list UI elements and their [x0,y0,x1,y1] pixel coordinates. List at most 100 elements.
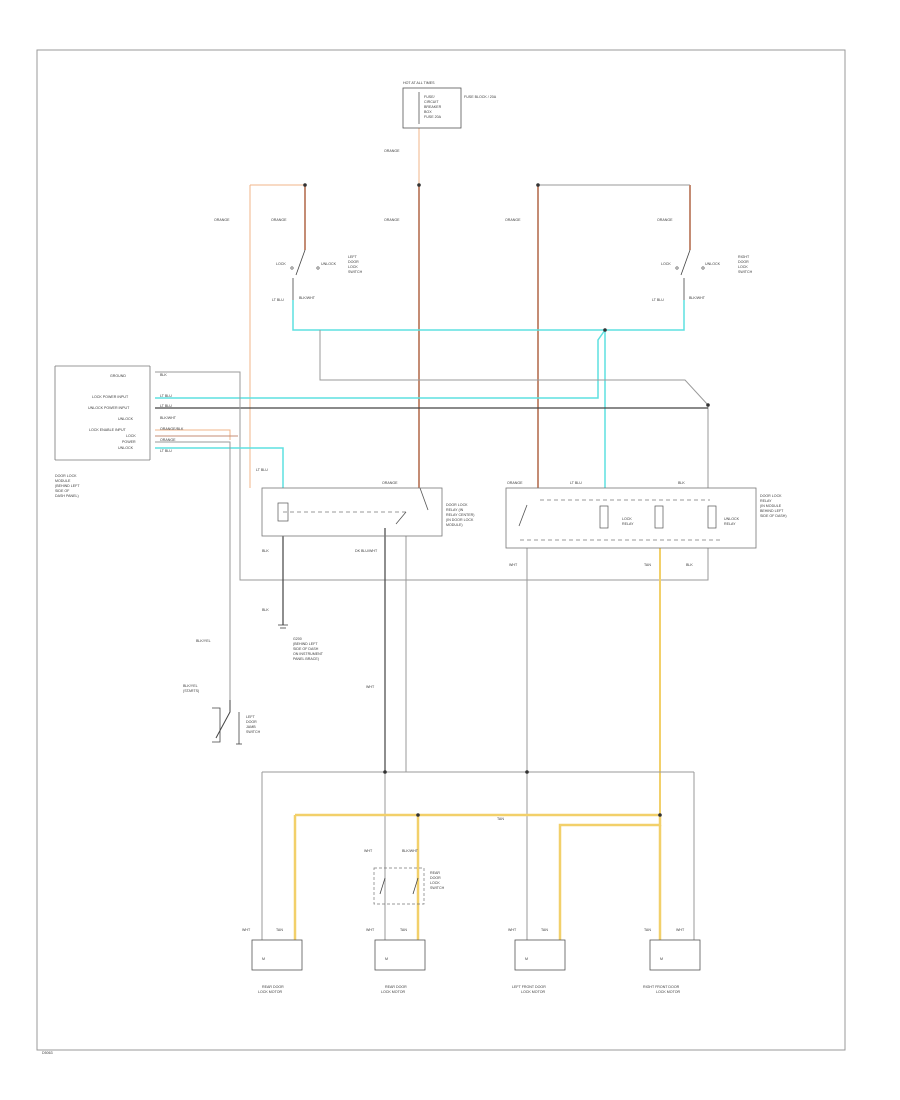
page-code: D5063 [42,1051,53,1055]
right-switch-name-2: DOOR [738,260,749,264]
fuse-line-3: BREAKER [424,105,442,109]
module-name-5: DASH PANEL) [55,494,79,498]
label-ltblu-relay-r: LT BLU [570,481,582,485]
label-ltblu-left: LT BLU [272,298,284,302]
left-switch-name-2: DOOR [348,260,359,264]
label-motor-tan-3: TAN [541,928,548,932]
module-wire-6: ORANGE [160,438,176,442]
unlock-relay-name-1: DOOR LOCK [760,494,782,498]
unlock-relay-inner-2: RELAY [622,522,634,526]
label-ltblu-relay: LT BLU [256,468,268,472]
module-name-1: DOOR LOCK [55,474,77,478]
left-switch-contact-lock [290,266,294,270]
lock-relay: DOOR LOCK RELAY (IN RELAY CENTER) (IN DO… [261,487,474,537]
diagram-frame [36,49,846,1051]
splice-points [303,183,710,817]
wire-ltblu-left-switch [292,300,605,331]
label-motor-wht-3: WHT [508,928,517,932]
splice-8 [658,813,662,817]
splice-9 [416,813,420,817]
right-switch-wire: BLK/WHT [689,296,706,300]
lock-motor-4-body [649,939,701,971]
lock-motor-3-name-2: LOCK MOTOR [521,990,545,994]
label-wht-right: WHT [509,563,518,567]
ground-g200: G200 (BEHIND LEFT SIDE OF DASH ON INSTRU… [278,624,324,661]
lock-motor-4-name-2: LOCK MOTOR [656,990,680,994]
lock-motor-1-mark: M [262,957,265,961]
rear-switch-name-4: SWITCH [430,886,445,890]
rear-switch-box [373,867,425,905]
module-wire-4: BLK/WHT [160,416,177,420]
fuse-label: FUSE BLOCK / 20A [464,95,497,99]
label-motor-tan-4: WHT [676,928,685,932]
label-motor-tan-1: TAN [276,928,283,932]
unlock-relay-inner-1: LOCK [622,517,632,521]
label-orange-7: ORANGE [507,481,523,485]
label-blk-right: BLK [678,481,685,485]
label-motor-wht-4: TAN [644,928,651,932]
module-name-3: (BEHIND LEFT [55,484,80,488]
lock-relay-contact-2 [419,487,429,511]
unlock-relay-coil-c [707,505,717,529]
module-pin-6: LOCK [126,434,136,438]
wire-tan-3 [558,815,662,940]
right-switch-name-1: RIGHT [738,255,750,259]
unlock-relay-inner-4: RELAY [724,522,736,526]
ground-name-1: G200 [293,637,302,641]
label-blkwht-sw: WHT [364,849,373,853]
rear-switch-name-2: DOOR [430,876,441,880]
module-pin-1: GROUND [110,374,126,378]
lock-relay-box [261,487,443,537]
label-blk-relay: BLK [262,549,269,553]
splice-6 [383,770,387,774]
module-pin-7: POWER [122,440,136,444]
lock-motors: M REAR DOOR LOCK MOTOR M REAR DOOR LOCK … [251,939,701,994]
label-ltblu-right: LT BLU [652,298,664,302]
lock-motor-4-mark: M [660,957,663,961]
fuse-line-5: FUSE 20A [424,115,442,119]
right-switch-blade [680,249,691,276]
lock-motor-1: M REAR DOOR LOCK MOTOR [251,939,303,994]
splice-4 [603,328,607,332]
unlock-relay-name-3: (IN MODULE [760,504,782,508]
wire-ltblu-to-module [155,329,606,399]
rear-switch-blade-2 [412,877,419,895]
left-switch-blade [295,249,306,276]
lock-motor-4: M RIGHT FRONT DOOR LOCK MOTOR [643,939,701,994]
label-tan-bus: TAN [497,817,504,821]
lock-motor-3-mark: M [525,957,528,961]
label-orange-2: ORANGE [271,218,287,222]
label-orange-4: ORANGE [505,218,521,222]
fuse-line-4: BOX [424,110,432,114]
lock-motor-2-name-2: LOCK MOTOR [381,990,405,994]
left-switch-name-1: LEFT [348,255,358,259]
module-wire-1: BLK [160,373,167,377]
splice-5 [706,403,710,407]
label-tan-right: TAN [644,563,651,567]
label-blk-ground: BLK [262,608,269,612]
jamb-wire-label-3: (STARTS) [183,689,199,693]
label-orange-6: ORANGE [382,481,398,485]
left-switch-name-3: LOCK [348,265,358,269]
lock-motor-1-name-2: LOCK MOTOR [258,990,282,994]
jamb-switch-body [212,707,221,743]
rear-switch-blade-1 [379,877,386,895]
unlock-relay-name-2: RELAY [760,499,772,503]
label-orange-main: ORANGE [384,149,400,153]
right-switch-contact-unlock [701,266,705,270]
module-wire-5: ORANGE/BLK [160,427,184,431]
lock-motor-2-name-1: REAR DOOR [385,985,407,989]
jamb-wire-label-2: BLK/YEL [183,684,198,688]
lock-motor-1-body [251,939,303,971]
left-switch-unlock: UNLOCK [321,262,337,266]
label-motor-wht-1: WHT [242,928,251,932]
right-switch-contact-lock [675,266,679,270]
label-motor-wht-2: WHT [366,928,375,932]
left-switch-contact-unlock [316,266,320,270]
left-switch-lock: LOCK [276,262,286,266]
module-name-4: SIDE OF [55,489,70,493]
splice-3 [536,183,540,187]
module-pin-2: LOCK POWER INPUT [92,395,129,399]
label-wht-mid: WHT [366,685,375,689]
